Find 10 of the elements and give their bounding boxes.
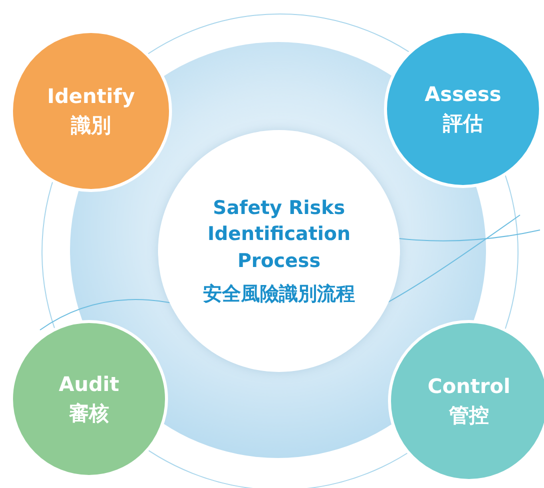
chinese-label: 管控: [449, 402, 489, 429]
chinese-label: 識別: [71, 112, 111, 139]
english-label: Audit: [58, 371, 120, 398]
chinese-label: 審核: [69, 400, 109, 427]
chinese-label: 評估: [443, 110, 483, 137]
english-label: Assess: [424, 81, 502, 108]
english-label: Safety Risks Identification Process: [206, 196, 352, 274]
english-label: Identify: [47, 83, 135, 110]
chinese-label: 安全風險識別流程: [203, 282, 355, 307]
english-label: Control: [428, 373, 510, 400]
